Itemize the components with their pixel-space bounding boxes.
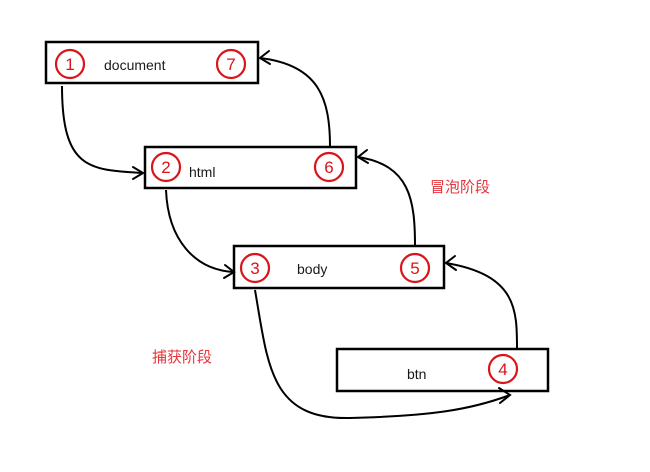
capture-phase-label: 捕获阶段 [152,348,212,366]
html-label: html [189,164,215,180]
html-box [143,145,358,190]
step-number-5: 5 [410,259,419,278]
capture-arrowhead-btn [498,387,512,404]
step-number-2: 2 [161,158,170,177]
capture-arrow-document-to-html [61,85,144,174]
step-number-1: 1 [65,55,74,74]
node-btn: btn 4 [335,347,550,393]
capture-arrows [61,85,512,420]
step-number-7: 7 [226,55,235,74]
capture-arrowhead-body [223,264,236,279]
step-number-4: 4 [498,360,507,379]
bubble-arrow-body-to-html [357,156,416,247]
bubble-arrows [258,50,518,350]
step-circle-5 [399,252,431,284]
step-circle-6 [313,151,345,183]
step-circle-4 [487,353,519,385]
document-label: document [104,57,166,73]
body-label: body [297,261,327,277]
bubble-arrow-btn-to-body [445,262,518,350]
bubble-arrowhead-document [258,50,271,65]
bubble-phase-label: 冒泡阶段 [430,178,490,196]
capture-arrowhead-html [132,166,145,180]
document-box [44,40,260,85]
btn-box [335,347,550,393]
bubble-arrowhead-html [356,149,369,164]
step-number-3: 3 [250,259,259,278]
step-circle-2 [150,151,182,183]
step-circle-3 [239,252,271,284]
btn-label: btn [407,366,426,382]
step-circle-1 [54,48,86,80]
step-number-6: 6 [324,158,333,177]
node-document: document 1 7 [44,40,260,85]
bubble-arrowhead-body [444,255,457,271]
capture-arrow-html-to-body [165,189,235,273]
node-html: html 2 6 [143,145,358,190]
step-circle-7 [215,48,247,80]
node-body: body 3 5 [232,244,446,290]
bubble-arrow-html-to-document [259,57,331,148]
capture-arrow-body-to-btn [254,289,511,420]
